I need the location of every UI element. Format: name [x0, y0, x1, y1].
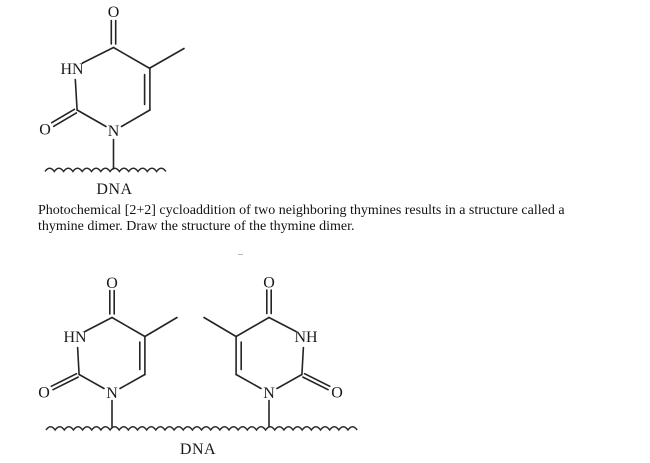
carbonyl-double-bond: [52, 112, 78, 128]
bond: [111, 316, 146, 338]
bond: [112, 46, 151, 70]
bond: [235, 373, 262, 390]
bond: [74, 78, 78, 111]
wavy-backbone-line: [45, 426, 358, 432]
problem-line-1: Photochemical [2+2] cycloaddition of two…: [38, 203, 565, 218]
answer-left-thymine: O HN O N: [38, 275, 178, 428]
answer-right-thymine: O NH O N: [203, 275, 343, 428]
atom-label-o: O: [331, 385, 343, 402]
stray-mark: [238, 254, 243, 255]
bond: [84, 316, 113, 333]
methyl-bond: [203, 316, 237, 338]
dna-label: DNA: [96, 181, 132, 198]
top-thymine-structure: O HN O N: [39, 4, 185, 170]
bond: [81, 46, 115, 64]
atom-label-o: O: [39, 122, 51, 139]
atom-label-hn: HN: [63, 329, 87, 346]
atom-label-n: N: [263, 385, 275, 402]
top-dna-backbone: DNA: [44, 167, 167, 198]
methyl-bond: [149, 47, 185, 69]
carbonyl-double-bond: [302, 376, 329, 391]
carbonyl-double-bond: [50, 108, 76, 124]
bond: [78, 373, 105, 390]
bond: [76, 346, 80, 376]
methyl-bond: [144, 316, 178, 338]
atom-label-n: N: [108, 123, 120, 140]
atom-label-o: O: [263, 275, 275, 292]
atom-label-o: O: [108, 4, 120, 21]
atom-label-o: O: [106, 275, 118, 292]
bond: [235, 316, 270, 338]
bond: [301, 346, 305, 376]
bond: [119, 373, 146, 390]
carbonyl-double-bond: [52, 376, 79, 391]
carbonyl-double-bond: [303, 372, 331, 388]
atom-label-o: O: [38, 385, 50, 402]
problem-statement: Photochemical [2+2] cycloaddition of two…: [38, 203, 630, 234]
wavy-backbone-line: [44, 167, 167, 173]
bond: [276, 373, 303, 390]
dna-label: DNA: [180, 441, 216, 458]
atom-label-nh: NH: [294, 329, 318, 346]
answer-dna-backbone: DNA: [45, 426, 358, 458]
bond: [120, 109, 151, 128]
bond: [76, 109, 107, 128]
carbonyl-double-bond: [50, 372, 78, 388]
bond: [268, 316, 297, 333]
atom-label-n: N: [106, 385, 118, 402]
atom-label-hn: HN: [60, 61, 84, 78]
problem-line-2: thymine dimer. Draw the structure of the…: [38, 218, 355, 234]
